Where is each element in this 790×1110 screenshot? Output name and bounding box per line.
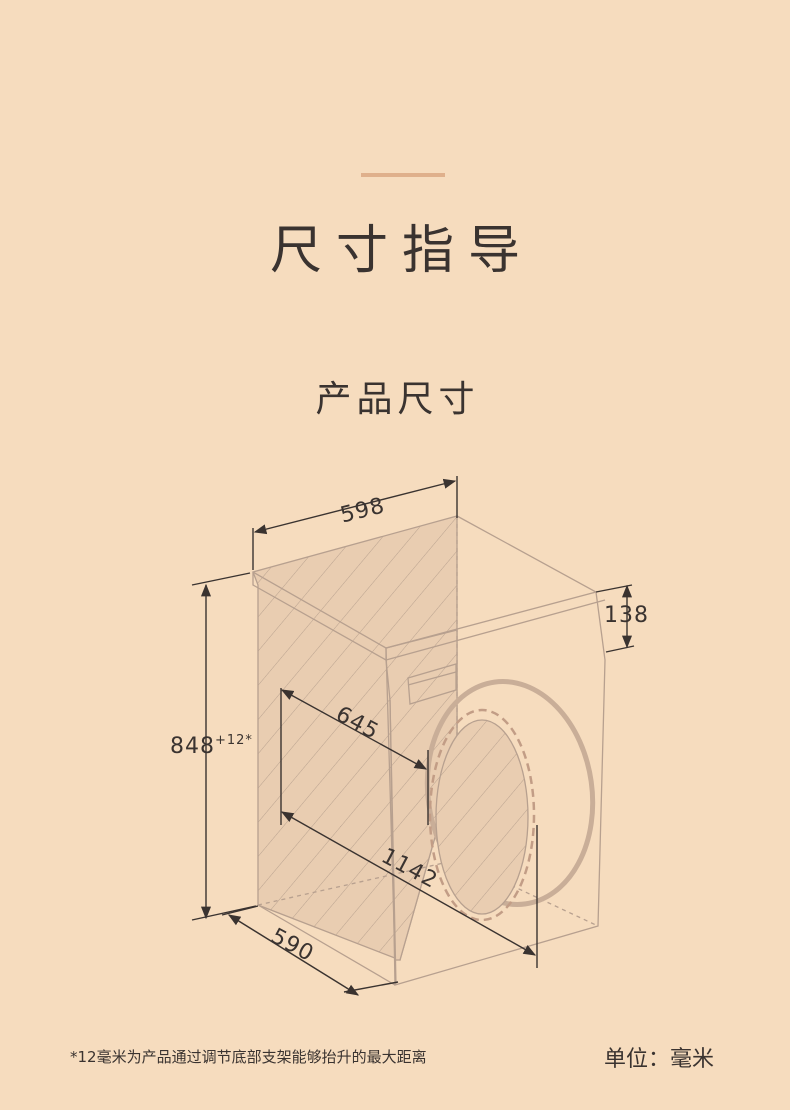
dimension-lines	[191, 476, 635, 996]
door-window	[435, 719, 529, 915]
width-dimension-line	[253, 478, 457, 535]
page-title: 尺寸指导	[269, 221, 534, 281]
unit-label: 单位：毫米	[604, 1047, 715, 1072]
door-open-dimension-line	[280, 811, 537, 956]
depth-label: 590	[267, 924, 318, 967]
height-value: 848	[170, 734, 215, 759]
title-accent-bar	[361, 173, 445, 177]
top-panel-label: 138	[604, 603, 649, 628]
section-title: 产品尺寸	[315, 379, 480, 420]
washer-body	[252, 515, 606, 986]
footnote: *12毫米为产品通过调节底部支架能够抬升的最大距离	[70, 1048, 427, 1066]
width-label: 598	[338, 493, 388, 528]
height-label: 848+12*	[170, 733, 253, 759]
height-tolerance: +12*	[215, 733, 253, 748]
body-depth-dimension-line	[280, 689, 428, 770]
